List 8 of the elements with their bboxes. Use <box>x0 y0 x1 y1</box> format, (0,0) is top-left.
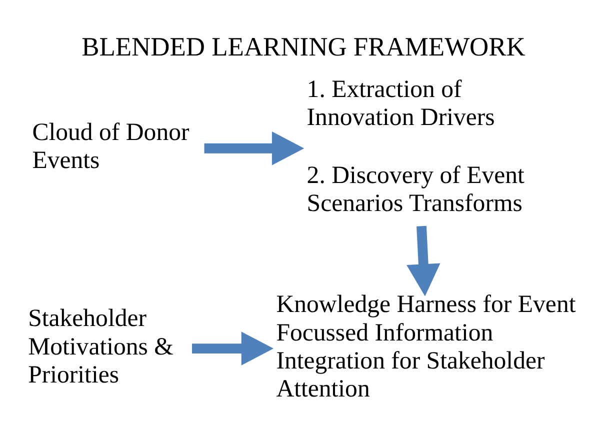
node-text: 1. Extraction of Innovation Drivers 2. Discovery of Event Scenarios Transforms <box>306 76 524 217</box>
arrow <box>406 225 440 296</box>
node-text: Stakeholder Motivations & Priorities <box>28 304 174 388</box>
diagram-title: BLENDED LEARNING FRAMEWORK <box>82 30 526 61</box>
arrow <box>192 331 274 365</box>
node-text: Knowledge Harness for Event Focussed Information Integration for Stakeholder Attention <box>276 290 576 402</box>
node-text: Cloud of Donor Events <box>32 118 190 174</box>
arrow <box>204 130 304 165</box>
